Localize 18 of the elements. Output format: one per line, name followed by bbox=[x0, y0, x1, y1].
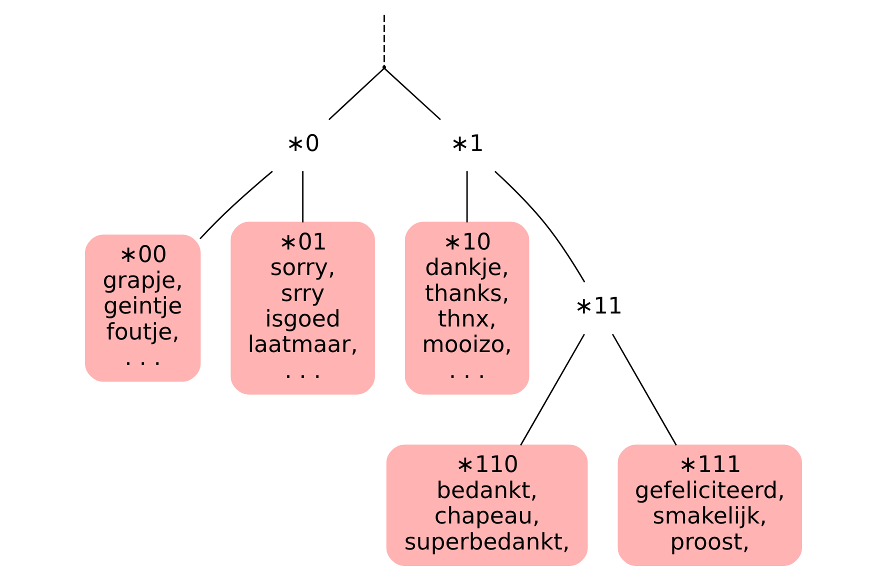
node-text: ∗1 bbox=[450, 130, 484, 157]
node-text: ∗0 bbox=[286, 130, 320, 157]
node-box: ∗110 bedankt, chapeau, superbedankt, bbox=[386, 444, 588, 566]
connector bbox=[384, 68, 441, 120]
node-box: ∗10 dankje, thanks, thnx, mooizo, . . . bbox=[404, 222, 530, 395]
node-point bbox=[382, 65, 386, 69]
connector bbox=[302, 171, 304, 222]
node-text: ∗11 bbox=[574, 294, 623, 320]
connector bbox=[384, 14, 385, 66]
node-box: ∗111 gefeliciteerd, smakelijk, proost, bbox=[618, 444, 802, 566]
connector bbox=[200, 170, 273, 240]
connector bbox=[520, 334, 585, 446]
node-box: ∗00 grapje, geintje foutje, . . . bbox=[85, 234, 201, 382]
node-box: ∗01 sorry, srry isgoed laatmaar, . . . bbox=[230, 222, 375, 395]
connector bbox=[466, 171, 468, 222]
connector bbox=[494, 170, 586, 283]
connector bbox=[612, 334, 677, 446]
connector bbox=[328, 68, 384, 120]
